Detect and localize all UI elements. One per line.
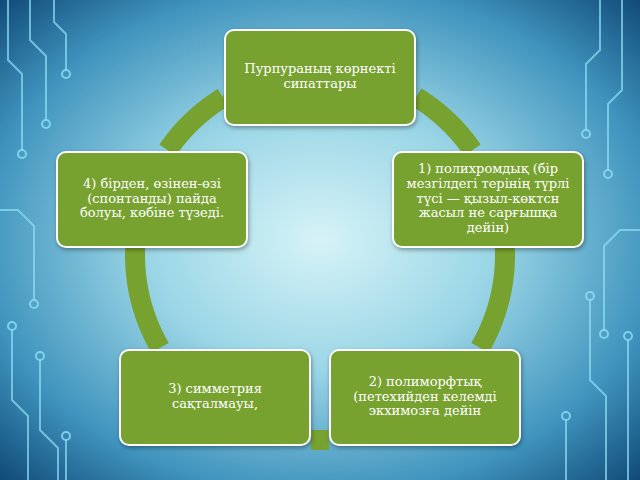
- box-text: 2) полиморфтық (петехийден келемді экхим…: [341, 375, 509, 420]
- feature-box: 2) полиморфтық (петехийден келемді экхим…: [329, 349, 521, 446]
- cycle-arc: [311, 430, 329, 450]
- cycle-arc: [168, 97, 223, 150]
- cycle-arc: [416, 97, 472, 150]
- box-text: 1) полихромдық (бір мезгілдегі терінің т…: [404, 162, 572, 237]
- box-text: Пурпураның көрнекті сипаттары: [236, 62, 404, 92]
- feature-box: Пурпураның көрнекті сипаттары: [224, 29, 416, 126]
- feature-box: 3) симметрия сақталмауы,: [119, 349, 311, 446]
- box-text: 4) бірден, өзінен-өзі (спонтанды) пайда …: [68, 177, 236, 222]
- cycle-arc: [480, 248, 505, 348]
- feature-box: 4) бірден, өзінен-өзі (спонтанды) пайда …: [56, 151, 248, 248]
- feature-box: 1) полихромдық (бір мезгілдегі терінің т…: [392, 151, 584, 248]
- cycle-arc: [135, 248, 160, 348]
- box-text: 3) симметрия сақталмауы,: [131, 382, 299, 412]
